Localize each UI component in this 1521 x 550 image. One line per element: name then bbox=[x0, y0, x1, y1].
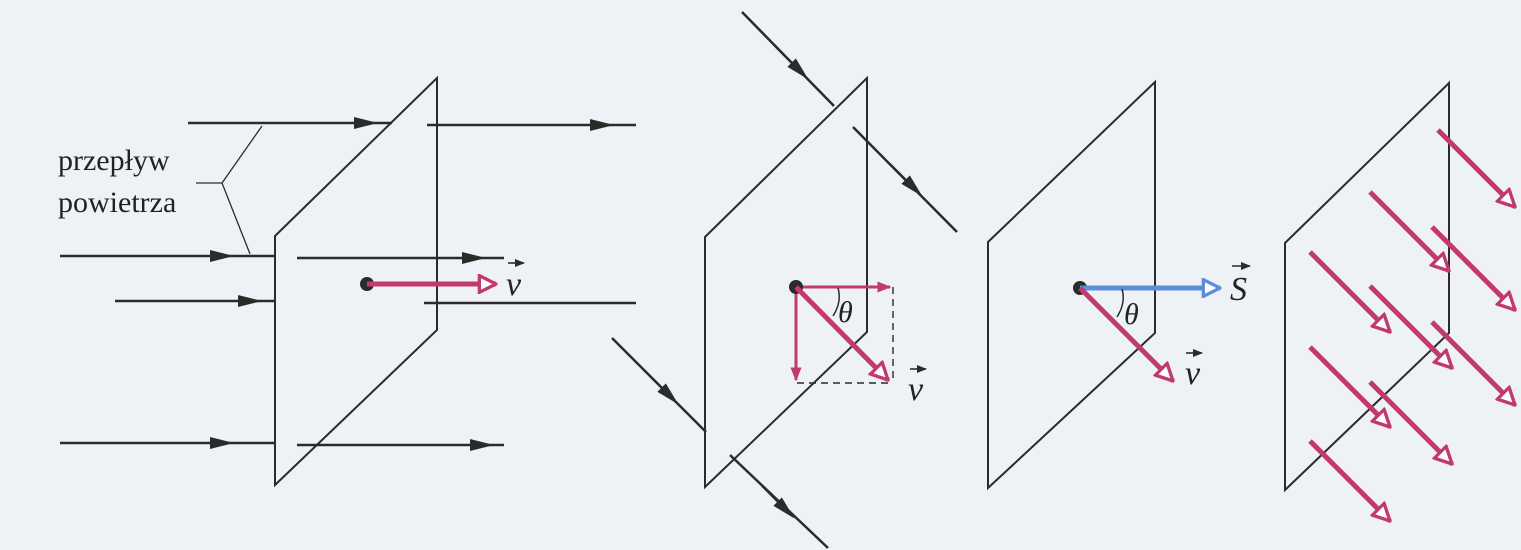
field-arrow bbox=[1308, 345, 1390, 427]
oblique-arrowhead-2 bbox=[889, 163, 923, 197]
surface-plane-2 bbox=[704, 75, 868, 490]
field-arrow bbox=[1368, 380, 1452, 464]
area-vector-S-label: S bbox=[1230, 271, 1247, 308]
panel-2-oblique-flow: θ v bbox=[611, 11, 958, 549]
field-arrow bbox=[1430, 225, 1515, 310]
field-arrow bbox=[1308, 439, 1390, 521]
velocity-label-3: v bbox=[1185, 355, 1201, 392]
air-flow-label-line1: przepływ bbox=[58, 144, 170, 177]
air-flow-label-line2: powietrza bbox=[58, 186, 176, 219]
velocity-field-arrows bbox=[1308, 128, 1515, 521]
theta-label-1: θ bbox=[838, 296, 853, 329]
oblique-arrowhead-4 bbox=[761, 485, 795, 519]
field-arrow bbox=[1308, 250, 1390, 332]
oblique-arrowhead-3 bbox=[643, 369, 679, 405]
field-arrow bbox=[1430, 320, 1515, 405]
velocity-label-2: v bbox=[908, 371, 924, 408]
angle-arc-2 bbox=[1116, 288, 1124, 318]
theta-label-2: θ bbox=[1124, 298, 1139, 331]
oblique-flow-2-bottom bbox=[729, 454, 829, 549]
velocity-arrow-2 bbox=[794, 285, 888, 380]
surface-plane-1 bbox=[274, 75, 438, 488]
panel-3-area-vector: S θ v bbox=[987, 79, 1251, 491]
oblique-arrowhead-1 bbox=[774, 45, 809, 80]
surface-plane-3 bbox=[987, 79, 1156, 491]
field-arrow bbox=[1368, 284, 1452, 368]
panel-1-perpendicular-flow: przepływ powietrza v bbox=[58, 75, 636, 488]
angle-arc-1 bbox=[832, 287, 840, 317]
panel-4-velocity-field bbox=[1284, 80, 1515, 521]
field-arrow bbox=[1436, 128, 1515, 207]
surface-plane-4 bbox=[1284, 80, 1450, 493]
velocity-label-1: v bbox=[506, 266, 522, 303]
air-flow-bracket bbox=[221, 125, 263, 255]
velocity-arrow-3 bbox=[1078, 286, 1173, 381]
field-arrow bbox=[1368, 190, 1449, 271]
